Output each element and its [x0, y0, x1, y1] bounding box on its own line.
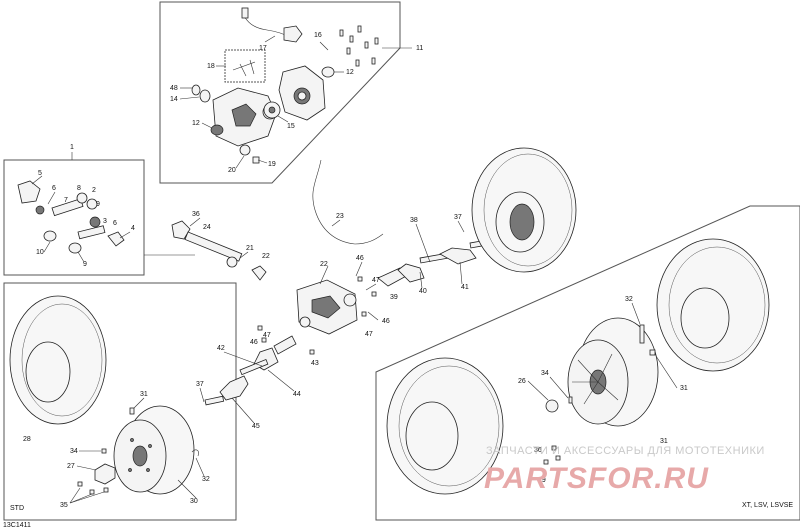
callout-22: 22: [320, 261, 328, 268]
std-steel-rim: [113, 405, 195, 495]
callout-46b: 46: [382, 318, 390, 325]
callout-30: 31: [660, 438, 668, 445]
gearbox-callouts: 17 16 18 48 14 12 12 15 19 20: [170, 32, 354, 174]
callout-45: 45: [252, 423, 260, 430]
diff-callouts: 23 22 46 47 39 46 47 47 46 43: [250, 213, 398, 367]
callout-9a: 9: [96, 201, 100, 208]
callout-46a: 46: [356, 255, 364, 262]
callout-17: 18: [207, 63, 215, 70]
callout-38: 38: [410, 217, 418, 224]
xt-aluminum-rim: [567, 317, 659, 427]
variant-label-std: STD: [10, 505, 24, 512]
callout-37b: 37: [196, 381, 204, 388]
callout-43: 43: [311, 360, 319, 367]
callout-39: 39: [390, 294, 398, 301]
callout-7: 7: [64, 197, 68, 204]
xt-callouts: 32 31 26 34 31 36 29 XT, LSV, LSVSE: [518, 296, 793, 509]
callout-24: 24: [203, 224, 211, 231]
callout-27: 28: [23, 436, 31, 443]
diff-bolts: [257, 276, 377, 355]
callout-14: 15: [287, 123, 295, 130]
xt-small-parts: [543, 324, 656, 465]
gearbox-group-box: [159, 1, 401, 184]
callout-11: 11: [416, 45, 423, 52]
callout-23: 23: [336, 213, 344, 220]
callout-47c: 47: [263, 332, 271, 339]
drive-shaft-callouts: 38 37 40 41 42 37 44 45: [196, 214, 469, 430]
callout-2: 2: [92, 187, 96, 194]
callout-42: 42: [217, 345, 225, 352]
callout-5: 5: [38, 170, 42, 177]
gearbox-cover: [278, 65, 326, 121]
sensor-with-cable: [241, 7, 303, 43]
callout-46c: 46: [250, 339, 258, 346]
xt-wheel-box: [375, 205, 800, 521]
callout-34: 35: [60, 502, 68, 509]
gearbox-bolts: [252, 25, 379, 164]
callout-9b: 9: [83, 261, 87, 268]
callout-16: 17: [259, 45, 267, 52]
std-tire: [9, 295, 107, 425]
prop-shaft-callouts: 36 24 21 22: [189, 211, 270, 260]
callout-4: 4: [131, 225, 135, 232]
callout-35: 36: [534, 447, 542, 454]
left-drive-shaft: [204, 335, 297, 406]
breather-tube: [312, 159, 384, 245]
callout-13: 14: [170, 96, 178, 103]
callout-33a: 34: [541, 370, 549, 377]
callout-47b: 47: [365, 331, 373, 338]
callout-32a: 32: [625, 296, 633, 303]
propeller-shaft: [171, 220, 267, 281]
callout-20: 21: [246, 245, 254, 252]
xt-tire-front: [386, 357, 504, 495]
watermark-text: ЗАПЧАСТИ И АКСЕССУАРЫ ДЛЯ МОТОТЕХНИКИ: [486, 445, 765, 457]
callout-31b: 31: [140, 391, 148, 398]
callout-6b: 6: [113, 220, 117, 227]
callout-47a: 47: [372, 277, 380, 284]
callout-25: 26: [518, 378, 526, 385]
callout-12b: 12: [346, 69, 354, 76]
callout-37a: 37: [454, 214, 462, 221]
callout-3: 3: [103, 218, 107, 225]
callout-8: 8: [77, 185, 81, 192]
gearbox-housing: [212, 87, 278, 156]
callout-41: 41: [461, 284, 469, 291]
callout-19: 20: [228, 167, 236, 174]
rear-tire-upper: [471, 147, 577, 273]
callout-10: 10: [36, 249, 44, 256]
callout-1: 1: [70, 144, 74, 151]
rear-differential: [296, 279, 358, 335]
std-small-parts: [77, 407, 199, 495]
gear-assembly: [263, 101, 281, 119]
callout-26: 27: [67, 463, 75, 470]
reference-code: 13C1411: [3, 522, 31, 529]
callout-48: 48: [170, 85, 178, 92]
differential-group-box: [3, 159, 145, 276]
callout-32b: 32: [202, 476, 210, 483]
callout-40: 40: [419, 288, 427, 295]
callout-21: 22: [262, 253, 270, 260]
callout-29: 30: [190, 498, 198, 505]
callout-18: 19: [268, 161, 276, 168]
xt-tire-back: [656, 238, 770, 372]
watermark-logo: PARTSFOR.RU: [484, 462, 709, 495]
callout-31a: 31: [680, 385, 688, 392]
callout-33b: 34: [70, 448, 78, 455]
inset-17: [224, 49, 266, 83]
right-drive-shaft: [377, 240, 486, 287]
callout-44: 44: [293, 391, 301, 398]
callout-6: 6: [52, 185, 56, 192]
variant-label-xt: XT, LSV, LSVSE: [742, 502, 793, 509]
callout-36: 36: [192, 211, 200, 218]
differential-group-parts: [17, 180, 125, 254]
callout-28: 29: [538, 477, 546, 484]
std-wheel-box: [3, 282, 237, 521]
differential-callouts: 5 6 8 2 7 9 3 6 4 10 9: [31, 170, 135, 268]
callout-15: 16: [314, 32, 322, 39]
callout-12a: 12: [192, 120, 200, 127]
std-callouts: 31 28 34 27 32 30 35 STD: [10, 391, 210, 512]
